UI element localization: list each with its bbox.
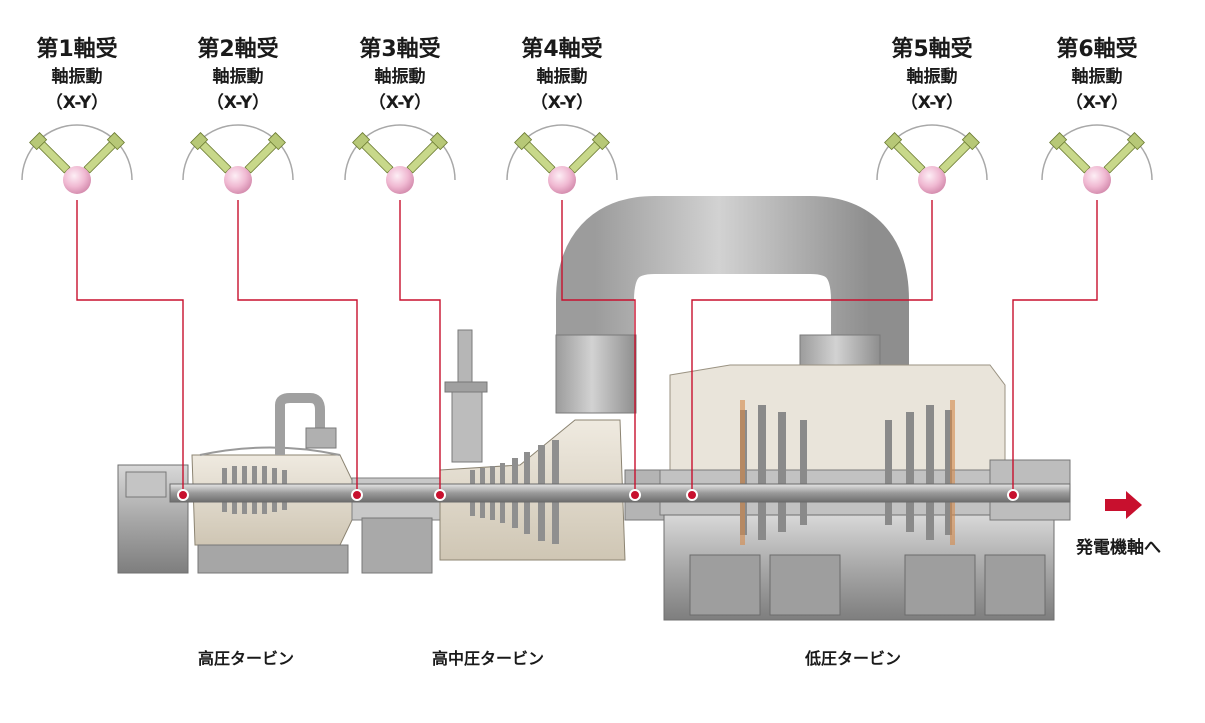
probe-y-icon: [568, 132, 610, 174]
label-generator-shaft: 発電機軸へ: [1076, 538, 1161, 558]
turbine-machinery: [117, 196, 1071, 621]
label-imp-turbine: 高中圧タービン: [432, 649, 545, 668]
probe-y-icon: [83, 132, 125, 174]
probe-y-icon: [1103, 132, 1145, 174]
probe-y-icon: [938, 132, 980, 174]
bearing-title: 第5軸受: [891, 37, 973, 62]
bearing-subtitle: 軸振動: [906, 67, 958, 87]
bearing-title: 第3軸受: [359, 37, 441, 62]
probe-x-icon: [1049, 132, 1091, 174]
probe-x-icon: [352, 132, 394, 174]
bearing-point-6: [1007, 489, 1019, 501]
shaft-section-icon: [224, 166, 252, 194]
sensor-arc: [21, 124, 133, 181]
shaft-section-icon: [918, 166, 946, 194]
bearing-label-1: 第1軸受 軸振動 （X-Y）: [2, 36, 152, 116]
probe-x-icon: [514, 132, 556, 174]
sensor-arc: [1041, 124, 1153, 181]
label-lp-turbine: 低圧タービン: [805, 649, 902, 668]
label-hp-turbine: 高圧タービン: [198, 649, 295, 668]
probe-y-icon: [244, 132, 286, 174]
leader-line-2: [237, 200, 358, 495]
bearing-axes: （X-Y）: [368, 93, 432, 113]
bearing-subtitle: 軸振動: [212, 67, 264, 87]
sensor-arc: [182, 124, 294, 181]
leader-lines: [76, 200, 1098, 495]
probe-y-icon: [406, 132, 448, 174]
bearing-axes: （X-Y）: [530, 93, 594, 113]
sensor-arc: [506, 124, 618, 181]
vibration-sensor-icon: [876, 124, 988, 194]
shaft-section-icon: [1083, 166, 1111, 194]
bearing-axes: （X-Y）: [1065, 93, 1129, 113]
bearing-title: 第6軸受: [1056, 37, 1138, 62]
bearing-title: 第1軸受: [36, 37, 118, 62]
arrow-right-icon: [1105, 491, 1142, 519]
probe-x-icon: [884, 132, 926, 174]
bearing-point-2: [351, 489, 363, 501]
bearing-title: 第4軸受: [521, 37, 603, 62]
bearing-label-6: 第6軸受 軸振動 （X-Y）: [1022, 36, 1172, 116]
bearing-points: [177, 489, 1019, 501]
bearing-axes: （X-Y）: [206, 93, 270, 113]
shaft-section-icon: [63, 166, 91, 194]
leader-line-3: [399, 200, 441, 495]
bearing-title: 第2軸受: [197, 37, 279, 62]
vibration-sensor-icon: [21, 124, 133, 194]
probe-x-icon: [190, 132, 232, 174]
bearing-label-2: 第2軸受 軸振動 （X-Y）: [163, 36, 313, 116]
bearing-subtitle: 軸振動: [1071, 67, 1123, 87]
bearing-subtitle: 軸振動: [374, 67, 426, 87]
leader-line-1: [76, 200, 184, 495]
sensor-icons: [21, 124, 1153, 194]
leader-line-5: [691, 200, 933, 495]
sensor-arc: [876, 124, 988, 181]
bearing-label-4: 第4軸受 軸振動 （X-Y）: [487, 36, 637, 116]
bearing-label-3: 第3軸受 軸振動 （X-Y）: [325, 36, 475, 116]
vibration-sensor-icon: [344, 124, 456, 194]
bearing-subtitle: 軸振動: [51, 67, 103, 87]
vibration-sensor-icon: [182, 124, 294, 194]
vibration-sensor-icon: [1041, 124, 1153, 194]
bearing-axes: （X-Y）: [45, 93, 109, 113]
shaft-section-icon: [548, 166, 576, 194]
bearing-point-4: [629, 489, 641, 501]
probe-x-icon: [29, 132, 71, 174]
leader-line-4: [561, 200, 636, 495]
vibration-sensor-icon: [506, 124, 618, 194]
leader-line-6: [1012, 200, 1098, 495]
bearing-point-3: [434, 489, 446, 501]
bearing-axes: （X-Y）: [900, 93, 964, 113]
bearing-subtitle: 軸振動: [536, 67, 588, 87]
bearing-point-5: [686, 489, 698, 501]
sensor-arc: [344, 124, 456, 181]
bearing-point-1: [177, 489, 189, 501]
shaft-section-icon: [386, 166, 414, 194]
bearing-label-5: 第5軸受 軸振動 （X-Y）: [857, 36, 1007, 116]
